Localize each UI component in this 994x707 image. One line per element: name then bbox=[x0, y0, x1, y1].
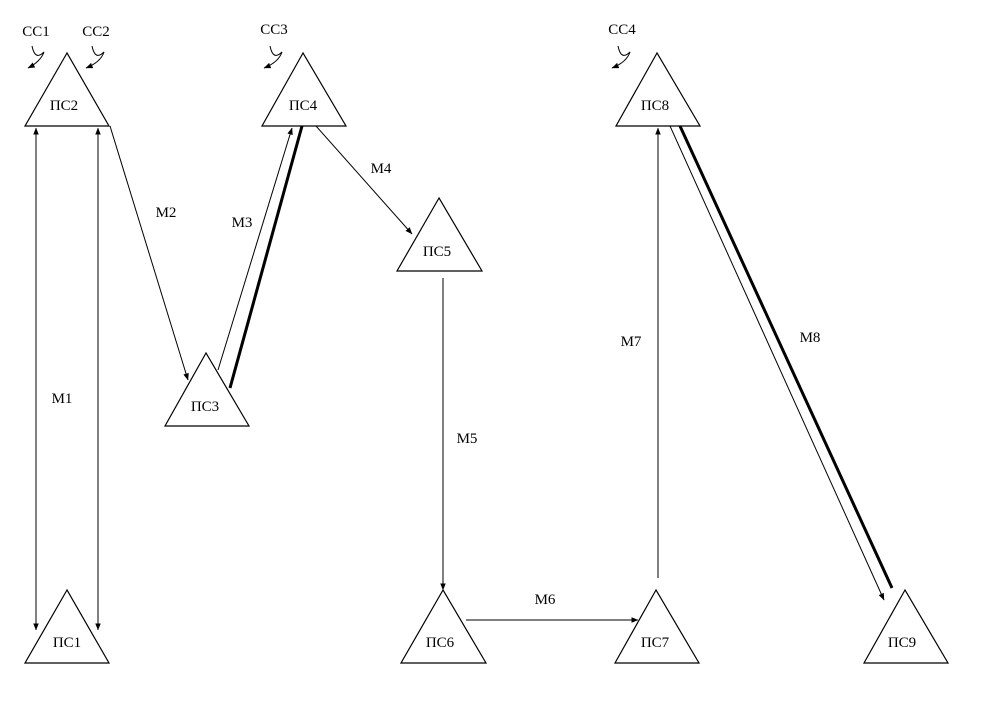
m3-link-thin bbox=[217, 127, 293, 371]
m4-link bbox=[315, 125, 413, 235]
node-ps4-label: ПС4 bbox=[289, 98, 318, 114]
m8-link-thick bbox=[678, 125, 894, 589]
node-ps5-label: ПС5 bbox=[423, 244, 451, 260]
node-ps6: ПС6 bbox=[399, 588, 488, 664]
node-ps1-label: ПС1 bbox=[53, 635, 81, 651]
node-ps3-label: ПС3 bbox=[191, 399, 219, 415]
cc3-curl-arrow bbox=[263, 45, 283, 69]
m3-link-thick bbox=[228, 125, 304, 389]
cc1-curl-arrow bbox=[27, 45, 45, 69]
node-ps2: ПС2 bbox=[23, 51, 111, 127]
node-ps8-label: ПС8 bbox=[641, 98, 669, 114]
m8-link-thin bbox=[669, 125, 885, 601]
m6-label: M6 bbox=[535, 592, 556, 608]
cc1-label: СС1 bbox=[22, 24, 50, 40]
m1-label: M1 bbox=[52, 391, 73, 407]
node-ps4: ПС4 bbox=[260, 51, 348, 127]
node-ps7-label: ПС7 bbox=[641, 635, 670, 651]
m8-label: M8 bbox=[800, 330, 821, 346]
cc3-label: СС3 bbox=[260, 22, 288, 38]
node-ps5: ПС5 bbox=[395, 196, 484, 272]
m7-label: M7 bbox=[621, 334, 642, 350]
cc2-label: СС2 bbox=[82, 24, 110, 40]
node-ps9: ПС9 bbox=[862, 588, 950, 664]
m5-label: M5 bbox=[457, 431, 478, 447]
m2-link bbox=[109, 125, 189, 381]
m4-label: M4 bbox=[371, 161, 392, 177]
cc4-curl-arrow bbox=[611, 45, 631, 69]
node-ps9-label: ПС9 bbox=[888, 635, 916, 651]
node-ps2-label: ПС2 bbox=[50, 98, 78, 114]
node-ps7: ПС7 bbox=[613, 588, 701, 664]
node-ps1: ПС1 bbox=[23, 588, 111, 664]
node-ps6-label: ПС6 bbox=[426, 635, 455, 651]
cc4-label: СС4 bbox=[608, 22, 636, 38]
m3-label: M3 bbox=[232, 215, 253, 231]
node-ps3: ПС3 bbox=[163, 351, 251, 427]
node-ps8: ПС8 bbox=[614, 51, 702, 127]
cc2-curl-arrow bbox=[85, 45, 105, 69]
m2-label: M2 bbox=[156, 205, 177, 221]
